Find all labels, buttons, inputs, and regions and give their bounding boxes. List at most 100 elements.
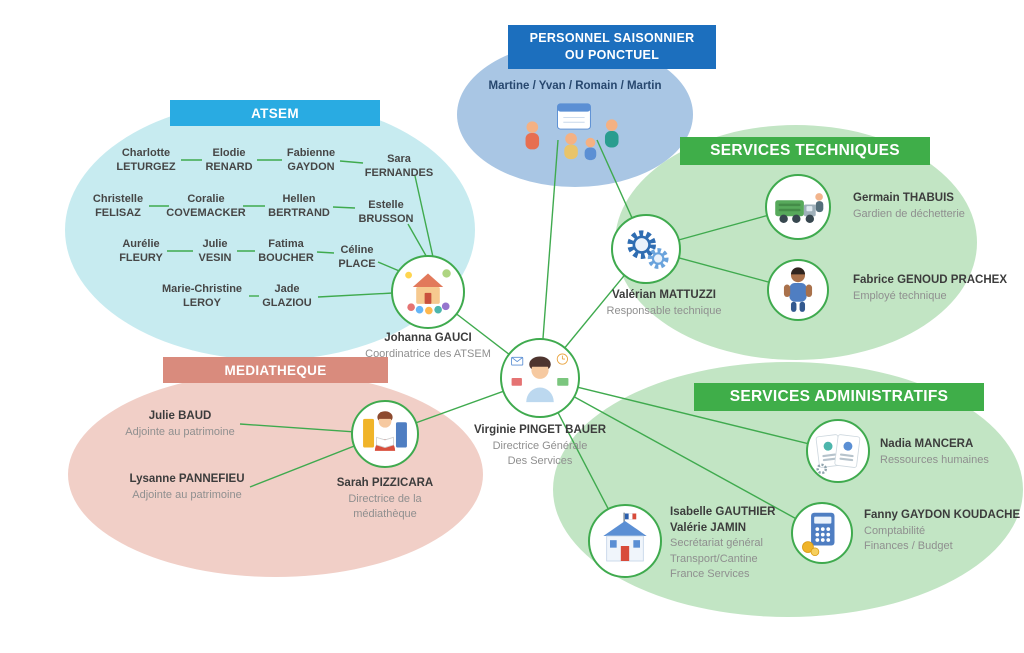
person-role: médiathèque: [353, 508, 417, 520]
member-first-name: Coralie: [187, 193, 225, 205]
atsem-connectors: [149, 159, 434, 298]
atsem-member: Christelle FELISAZ: [93, 193, 143, 220]
technical-manager-label: Valérian MATTUZZI Responsable technique: [607, 288, 722, 319]
multitasking-director-icon: [511, 353, 569, 403]
atsem-member: Fatima BOUCHER: [258, 238, 314, 265]
member-first-name: Elodie: [212, 147, 246, 159]
person-role: France Services: [670, 568, 750, 580]
id-badges-icon: [815, 434, 861, 475]
hr-node: [806, 419, 870, 483]
atsem-member: Marie-Christine LEROY: [162, 283, 242, 310]
person-role: Directrice Générale: [492, 439, 588, 452]
atsem-coordinator-label: Johanna GAUCI Coordinatrice des ATSEM: [365, 331, 491, 362]
school-children-icon: [405, 269, 451, 315]
technicien-label: Fabrice GENOUD PRACHEX Employé technique: [853, 273, 1007, 304]
person-name: Valérian MATTUZZI: [612, 289, 716, 301]
member-last-name: FLEURY: [119, 251, 163, 264]
atsem-member: Aurélie FLEURY: [119, 238, 163, 265]
seasonal-activities-icon: [525, 103, 619, 161]
person-role: Responsable technique: [606, 304, 722, 317]
member-first-name: Hellen: [282, 193, 316, 205]
person-role: Ressources humaines: [880, 453, 989, 466]
gears-icon: [627, 230, 669, 269]
mediatheque-header: MEDIATHEQUE: [163, 357, 388, 383]
technicien-node: [767, 259, 829, 321]
person-role: Secrétariat général: [670, 537, 763, 549]
member-last-name: BRUSSON: [358, 212, 414, 225]
atsem-header-label: ATSEM: [251, 105, 299, 121]
member-first-name: Fatima: [268, 238, 304, 250]
atsem-coordinator-node: [391, 255, 465, 329]
seasonal-header: PERSONNEL SAISONNIER OU PONCTUEL: [508, 25, 716, 69]
librarian-books-icon: [363, 411, 407, 451]
person-role: Gardien de déchetterie: [853, 207, 965, 220]
director-label: Virginie PINGET BAUER Directrice Général…: [474, 423, 606, 470]
atsem-member: Charlotte LETURGEZ: [116, 147, 175, 174]
calculator-icon: [802, 512, 835, 557]
director-node: [500, 338, 580, 418]
member-last-name: COVEMACKER: [166, 206, 246, 219]
person-role: Comptabilité: [864, 524, 926, 537]
mediatheque-staff-label: Lysanne PANNEFIEU Adjointe au patrimoine: [129, 472, 244, 503]
atsem-member: Elodie RENARD: [205, 147, 252, 174]
person-name: Germain THABUIS: [853, 192, 954, 204]
mediatheque-group-ellipse: [68, 372, 483, 577]
atsem-member: Céline PLACE: [338, 244, 375, 271]
mediatheque-director-label: Sarah PIZZICARA Directrice de la médiath…: [337, 476, 434, 523]
person-role: Adjointe au patrimoine: [125, 425, 235, 438]
technician-icon: [783, 267, 813, 312]
atsem-member: Coralie COVEMACKER: [166, 193, 245, 220]
member-last-name: FERNANDES: [364, 166, 434, 179]
seasonal-header-line2: OU PONCTUEL: [564, 48, 660, 62]
member-last-name: LEROY: [183, 296, 221, 309]
member-first-name: Jade: [274, 283, 300, 295]
member-first-name: Charlotte: [121, 147, 171, 159]
atsem-member: Estelle BRUSSON: [358, 199, 413, 226]
member-first-name: Marie-Christine: [161, 283, 243, 295]
member-last-name: FELISAZ: [95, 206, 141, 219]
member-last-name: GAYDON: [287, 160, 335, 173]
person-name: Fanny GAYDON KOUDACHE: [864, 509, 1021, 521]
mediatheque-header-label: MEDIATHEQUE: [224, 362, 327, 378]
atsem-header: ATSEM: [170, 100, 380, 126]
member-first-name: Julie: [202, 238, 228, 250]
person-name: Fabrice GENOUD PRACHEX: [853, 274, 1008, 286]
dechetterie-node: [765, 174, 831, 240]
member-first-name: Aurélie: [122, 238, 160, 250]
member-last-name: VESIN: [198, 251, 232, 264]
mediatheque-director-node: [351, 400, 419, 468]
person-name: Julie BAUD: [148, 410, 212, 422]
person-name: Nadia MANCERA: [880, 438, 974, 450]
technical-header: SERVICES TECHNIQUES: [680, 137, 930, 165]
person-role: Des Services: [507, 455, 573, 467]
atsem-member: Fabienne GAYDON: [287, 147, 335, 174]
administrative-header-label: SERVICES ADMINISTRATIFS: [729, 388, 949, 405]
member-last-name: LETURGEZ: [116, 160, 176, 173]
seasonal-header-line1: PERSONNEL SAISONNIER: [529, 31, 695, 45]
member-last-name: GLAZIOU: [262, 296, 312, 309]
person-role: Directrice de la: [348, 492, 422, 505]
garbage-truck-icon: [775, 193, 824, 224]
member-last-name: RENARD: [205, 160, 253, 173]
person-name: Isabelle GAUTHIER: [670, 506, 776, 518]
member-first-name: Fabienne: [286, 147, 336, 159]
member-last-name: BERTRAND: [268, 206, 330, 219]
person-role: Finances / Budget: [864, 540, 953, 552]
finance-node: [791, 502, 853, 564]
seasonal-names: Martine / Yvan / Romain / Martin: [488, 80, 662, 92]
person-name: Sarah PIZZICARA: [336, 477, 434, 489]
atsem-member: Hellen BERTRAND: [268, 193, 330, 220]
member-first-name: Sara: [387, 153, 411, 165]
member-last-name: BOUCHER: [258, 251, 314, 264]
member-last-name: PLACE: [338, 257, 376, 270]
member-first-name: Estelle: [368, 199, 404, 211]
person-name: Virginie PINGET BAUER: [473, 424, 607, 436]
atsem-member: Jade GLAZIOU: [262, 283, 312, 310]
person-role: Coordinatrice des ATSEM: [365, 347, 491, 360]
hr-label: Nadia MANCERA Ressources humaines: [880, 437, 989, 468]
person-name: Lysanne PANNEFIEU: [129, 473, 245, 485]
atsem-member: Julie VESIN: [198, 238, 231, 265]
person-name: Valérie JAMIN: [670, 521, 747, 534]
mediatheque-staff-label: Julie BAUD Adjointe au patrimoine: [125, 409, 234, 440]
